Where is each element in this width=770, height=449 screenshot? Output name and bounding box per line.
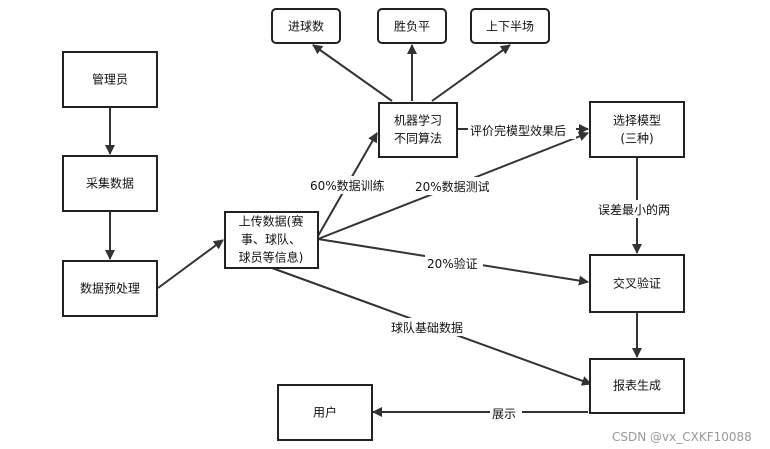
node-collect: 采集数据 (62, 155, 158, 212)
node-upload: 上传数据(赛 事、球队、 球员等信息) (224, 211, 319, 269)
svg-text:球员等信息): 球员等信息) (239, 250, 304, 265)
svg-text:用户: 用户 (313, 405, 337, 420)
svg-text:进球数: 进球数 (288, 19, 324, 34)
node-admin: 管理员 (62, 51, 158, 108)
edge-ml-halves (431, 44, 511, 102)
svg-text:胜负平: 胜负平 (394, 19, 430, 34)
svg-text:(三种): (三种) (620, 132, 653, 146)
node-report: 报表生成 (589, 358, 685, 414)
node-ml: 机器学习 不同算法 (378, 102, 458, 158)
node-halves: 上下半场 (470, 8, 550, 44)
svg-text:报表生成: 报表生成 (613, 378, 661, 393)
svg-text:机器学习: 机器学习 (394, 113, 442, 128)
edge-label-display: 展示 (492, 407, 516, 421)
edge-label-min-error: 误差最小的两 (598, 202, 670, 217)
svg-text:选择模型: 选择模型 (613, 114, 661, 128)
svg-text:数据预处理: 数据预处理 (80, 281, 140, 296)
svg-text:上下半场: 上下半场 (486, 20, 534, 34)
edge-label-evaluate: 评价完模型效果后 (470, 123, 566, 138)
svg-text:管理员: 管理员 (92, 72, 128, 87)
edge-ml-goals (312, 44, 393, 102)
edge-label-test: 20%数据测试 (415, 179, 490, 194)
node-wdl: 胜负平 (377, 8, 447, 44)
svg-text:事、球队、: 事、球队、 (241, 232, 301, 247)
svg-text:不同算法: 不同算法 (394, 131, 442, 146)
svg-text:上传数据(赛: 上传数据(赛 (239, 214, 304, 229)
node-select: 选择模型 (三种) (589, 101, 685, 158)
watermark: CSDN @vx_CXKF10088 (612, 430, 752, 444)
node-goals: 进球数 (271, 8, 341, 44)
node-user: 用户 (277, 384, 373, 441)
edge-label-validate: 20%验证 (427, 256, 478, 271)
node-cross: 交叉验证 (589, 254, 685, 313)
edge-label-team-basic: 球队基础数据 (391, 320, 463, 335)
edge-label-train: 60%数据训练 (310, 178, 385, 193)
edge-preprocess-upload (157, 239, 224, 289)
svg-text:交叉验证: 交叉验证 (613, 276, 661, 291)
svg-text:采集数据: 采集数据 (86, 176, 134, 191)
node-preprocess: 数据预处理 (62, 260, 158, 317)
